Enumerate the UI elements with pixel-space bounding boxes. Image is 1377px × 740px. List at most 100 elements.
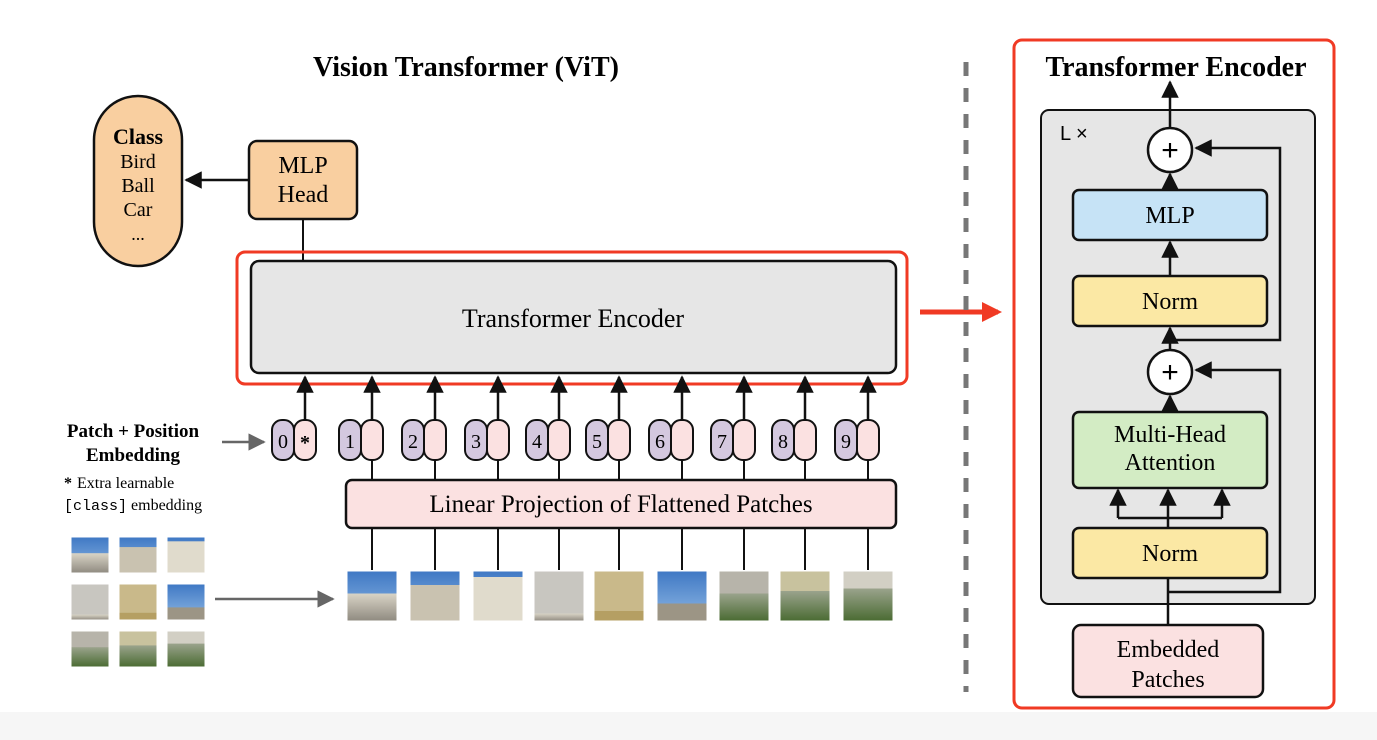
patch-image-6-edge bbox=[656, 570, 708, 622]
position-number-4: 4 bbox=[532, 431, 542, 453]
patch-image-1 bbox=[346, 570, 398, 622]
linear-projection-box bbox=[344, 478, 898, 530]
patch-image-8-scene bbox=[780, 591, 830, 621]
norm-box-lower bbox=[1071, 526, 1269, 580]
grid-cell-8-edge bbox=[118, 630, 158, 668]
grid-cell-8-scene bbox=[119, 645, 157, 667]
position-number-9: 9 bbox=[841, 431, 851, 453]
patch-image-8-edge bbox=[779, 570, 831, 622]
class-item-car: Car bbox=[124, 199, 153, 221]
patch-embedding-4 bbox=[547, 419, 571, 461]
token-pair-6: 6 bbox=[648, 375, 694, 480]
layer-repeat-label: L × bbox=[1060, 123, 1088, 145]
patch-image-2-scene bbox=[410, 585, 460, 621]
patch-embedding-6 bbox=[670, 419, 694, 461]
token-pair-3: 3 bbox=[464, 375, 510, 480]
patch-image-4-sky bbox=[534, 571, 584, 621]
token-pair-5: 5 bbox=[585, 375, 631, 480]
class-box-shape bbox=[92, 94, 184, 268]
patch-image-8 bbox=[779, 570, 831, 622]
patch-image-2-edge bbox=[409, 570, 461, 622]
encoder-highlight-frame bbox=[235, 250, 909, 386]
position-number-1: 1 bbox=[345, 431, 355, 453]
patch-image-4 bbox=[533, 570, 585, 622]
extra-note-line2: [class] embedding bbox=[64, 497, 202, 515]
position-number-8: 8 bbox=[778, 431, 788, 453]
grid-cell-4-sky bbox=[71, 584, 109, 620]
embedded-patches-line1: Embedded bbox=[1117, 637, 1220, 663]
token-pair-9: 9 bbox=[834, 375, 880, 480]
patch-embedding-5 bbox=[607, 419, 631, 461]
grid-cell-9-edge bbox=[166, 630, 206, 668]
token-pair-1: 1 bbox=[338, 375, 384, 480]
patch-image-9 bbox=[842, 570, 894, 622]
patch-image-3-scene bbox=[473, 577, 523, 621]
grid-cell-2-edge bbox=[118, 536, 158, 574]
patch-embedding-7 bbox=[732, 419, 756, 461]
extra-note-text: Extra learnable bbox=[77, 475, 174, 492]
token-pair-8: 8 bbox=[771, 375, 817, 480]
patch-embedding-9 bbox=[856, 419, 880, 461]
patch-image-3-edge bbox=[472, 570, 524, 622]
flattened-patches-row bbox=[346, 528, 894, 622]
norm-label-upper: Norm bbox=[1142, 289, 1198, 315]
patch-embedding-2 bbox=[423, 419, 447, 461]
residual-skip-upper bbox=[1170, 139, 1282, 342]
patch-image-5-scene bbox=[594, 611, 644, 621]
class-item-ball: Ball bbox=[121, 175, 155, 197]
grid-cell-9 bbox=[166, 630, 206, 668]
class-token-mark: * bbox=[300, 432, 310, 454]
attention-line1: Multi-Head bbox=[1114, 422, 1226, 448]
class-title: Class bbox=[113, 124, 164, 149]
patch-image-1-edge bbox=[346, 570, 398, 622]
grid-cell-7-edge bbox=[70, 630, 110, 668]
patch-embedding-line1: Patch + Position bbox=[67, 421, 200, 442]
patch-embedding-3 bbox=[486, 419, 510, 461]
grid-cell-3 bbox=[166, 536, 206, 574]
grid-cell-3-scene bbox=[167, 541, 205, 573]
class-item-ellipsis: ... bbox=[131, 224, 145, 244]
mlp-head-line2: Head bbox=[278, 182, 329, 208]
position-number-7: 7 bbox=[717, 431, 727, 453]
patch-image-5 bbox=[593, 570, 645, 622]
position-number-3: 3 bbox=[471, 431, 481, 453]
transformer-encoder-box bbox=[249, 259, 898, 375]
mlp-head-box: MLP Head bbox=[247, 139, 359, 221]
attention-line2: Attention bbox=[1125, 450, 1216, 476]
encoder-connections bbox=[1109, 80, 1282, 625]
embedded-patches-line2: Patches bbox=[1131, 667, 1204, 693]
grid-cell-1 bbox=[70, 536, 110, 574]
grid-cell-1-edge bbox=[70, 536, 110, 574]
position-number-0: 0 bbox=[278, 431, 288, 453]
grid-cell-8 bbox=[118, 630, 158, 668]
patch-embedding-1 bbox=[360, 419, 384, 461]
token-pair-2: 2 bbox=[401, 375, 447, 480]
grid-cell-2 bbox=[118, 536, 158, 574]
grid-cell-7-scene bbox=[71, 647, 109, 667]
residual-skip-lower bbox=[1168, 361, 1282, 594]
transformer-encoder-label: Transformer Encoder bbox=[462, 304, 684, 333]
patch-image-1-scene bbox=[347, 593, 397, 621]
patch-embedding-8 bbox=[793, 419, 817, 461]
grid-cell-5-edge bbox=[118, 583, 158, 621]
linear-projection-label: Linear Projection of Flattened Patches bbox=[429, 491, 812, 518]
grid-cell-9-scene bbox=[167, 643, 205, 667]
grid-cell-7 bbox=[70, 630, 110, 668]
patch-image-6 bbox=[656, 570, 708, 622]
grid-cell-4 bbox=[70, 583, 110, 621]
patch-image-4-scene bbox=[534, 613, 584, 621]
grid-cell-4-edge bbox=[70, 583, 110, 621]
right-title: Transformer Encoder bbox=[1045, 52, 1306, 83]
extra-note-rest: embedding bbox=[127, 497, 202, 514]
residual-add-lower-symbol: + bbox=[1161, 356, 1179, 389]
patch-image-9-edge bbox=[842, 570, 894, 622]
extra-note-star: * bbox=[64, 475, 72, 492]
position-number-2: 2 bbox=[408, 431, 418, 453]
extra-note-line1: * Extra learnable bbox=[64, 475, 174, 492]
extra-note-code: [class] bbox=[64, 498, 127, 515]
patch-embedding-line2: Embedding bbox=[86, 445, 180, 466]
image-patch-grid bbox=[70, 536, 206, 668]
